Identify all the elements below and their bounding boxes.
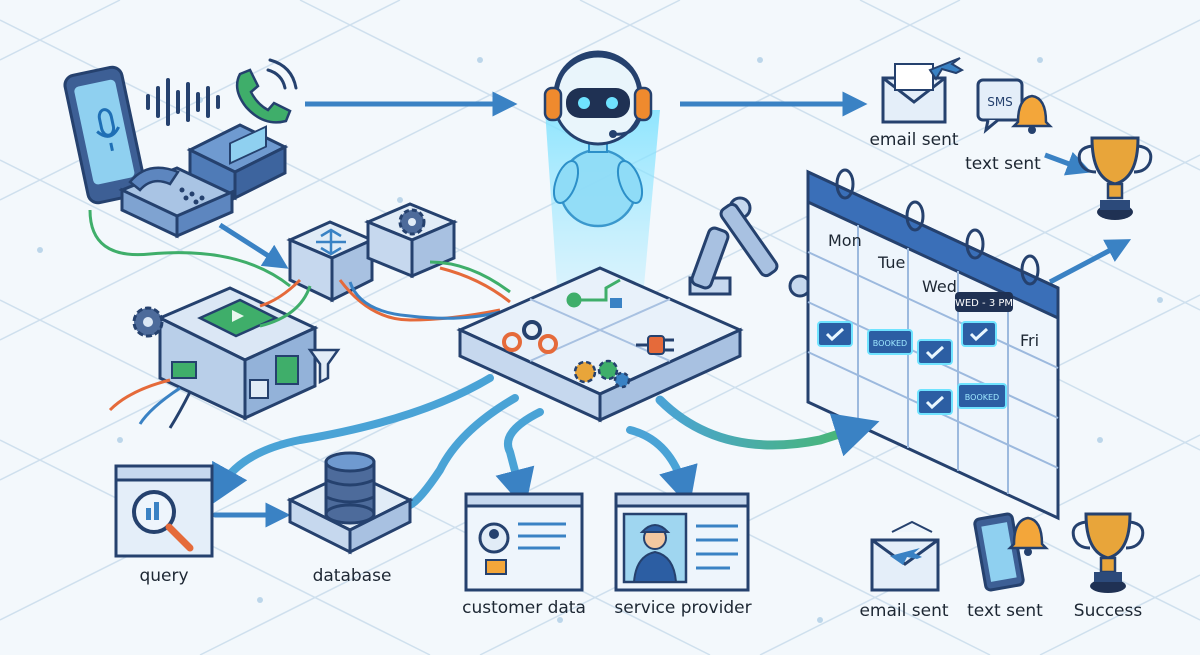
grid-dots	[37, 57, 1163, 623]
robot-agent-icon	[543, 50, 653, 228]
calendar-tooltip: WED - 3 PM	[955, 298, 1013, 309]
database-icon	[286, 451, 414, 555]
sms-bubble-label: SMS	[987, 95, 1013, 109]
smartphone-icon	[63, 65, 147, 205]
processor-module	[156, 286, 319, 421]
data-pipes	[210, 374, 880, 528]
envelope-plane-icon	[870, 520, 940, 592]
trophy-icon	[1077, 136, 1153, 220]
trophy-icon	[1071, 512, 1145, 593]
sms-bubble-icon: SMS	[976, 78, 1024, 134]
label-email-sent-top: email sent	[869, 130, 959, 150]
label-text-sent-bottom: text sent	[967, 601, 1043, 621]
desk-phone-icon	[88, 166, 291, 288]
calendar-icon	[806, 168, 1060, 521]
smartphone-icon	[973, 512, 1025, 592]
routing-cube	[286, 220, 376, 303]
label-customer-data: customer data	[462, 598, 586, 618]
calendar-day-tue: Tue	[877, 253, 905, 272]
funnel-icon	[307, 348, 341, 385]
magnifier-icon	[114, 464, 214, 558]
phone-ringing-icon	[235, 58, 298, 124]
calendar-check-cells	[817, 321, 997, 415]
calendar-day-labels: Mon Tue Wed Fri	[828, 231, 1039, 350]
webhook-icon	[502, 320, 558, 354]
label-query: query	[139, 566, 189, 586]
calendar-day-mon: Mon	[828, 231, 862, 250]
booked-badge: BOOKED	[965, 393, 999, 402]
bell-icon	[1006, 516, 1050, 556]
flow-arrows-top	[218, 91, 1132, 285]
person-card-icon	[464, 492, 584, 592]
plug-icon	[636, 335, 674, 355]
calendar-day-fri: Fri	[1020, 331, 1039, 350]
calendar-day-wed: Wed	[922, 277, 957, 296]
envelope-plane-icon	[881, 57, 965, 124]
sound-wave-icon	[146, 78, 220, 126]
label-email-sent-bottom: email sent	[859, 601, 949, 621]
technician-icon	[614, 492, 750, 592]
workflow-icon	[566, 278, 622, 308]
booked-badge: BOOKED	[873, 339, 907, 348]
bell-icon	[1010, 94, 1054, 134]
fax-machine-icon	[186, 123, 289, 201]
gear-icon	[364, 202, 458, 279]
gear-icon	[573, 359, 631, 389]
cables	[108, 260, 511, 429]
label-success: Success	[1073, 601, 1143, 621]
label-database: database	[312, 566, 392, 586]
label-text-sent-top: text sent	[965, 154, 1041, 174]
gear-icon	[132, 306, 164, 338]
label-service-provider: service provider	[614, 598, 752, 618]
